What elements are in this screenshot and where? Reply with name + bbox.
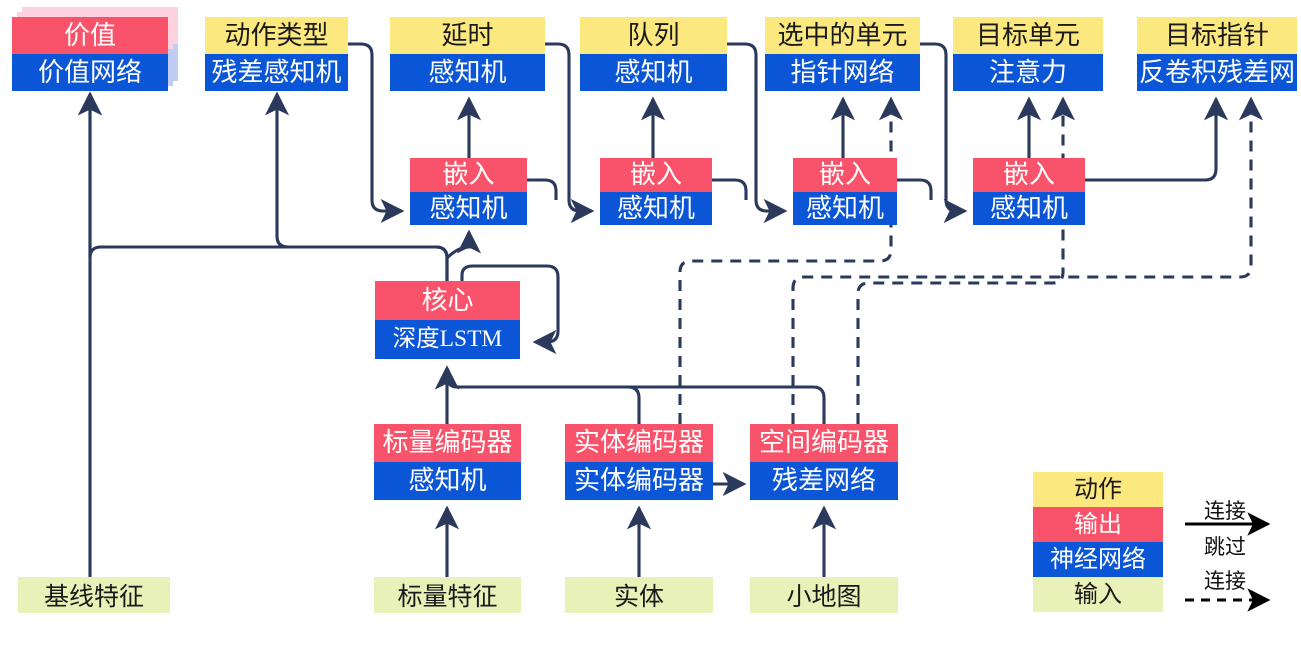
node-embed-1-bottom-label: 感知机 <box>410 192 527 225</box>
solid-connections <box>77 42 1229 577</box>
node-embed-1: 嵌入感知机 <box>410 158 527 225</box>
node-delay: 延时感知机 <box>390 17 545 91</box>
node-core: 核心深度LSTM <box>375 281 520 359</box>
node-entity-encoder-top-label: 实体编码器 <box>565 424 713 462</box>
node-entity-encoder-bottom-label: 实体编码器 <box>565 462 713 500</box>
node-embed-3: 嵌入感知机 <box>793 158 897 225</box>
node-value: 价值价值网络 <box>12 7 178 91</box>
node-value-bottom-label: 价值网络 <box>12 54 168 91</box>
legend-network: 神经网络 <box>1033 542 1163 577</box>
node-action-type-top-label: 动作类型 <box>205 17 348 54</box>
node-selected-units-bottom-label: 指针网络 <box>765 54 920 91</box>
node-scalar-encoder: 标量编码器感知机 <box>374 424 521 500</box>
node-entity-encoder: 实体编码器实体编码器 <box>565 424 713 500</box>
node-selected-units: 选中的单元指针网络 <box>765 17 920 91</box>
node-target-unit-top-label: 目标单元 <box>953 17 1103 54</box>
input-entities: 实体 <box>565 577 713 613</box>
node-action-type: 动作类型残差感知机 <box>205 17 348 91</box>
node-queue-top-label: 队列 <box>580 17 727 54</box>
node-spatial-encoder: 空间编码器残差网络 <box>750 424 898 500</box>
node-delay-top-label: 延时 <box>390 17 545 54</box>
node-embed-2: 嵌入感知机 <box>600 158 712 225</box>
node-embed-3-bottom-label: 感知机 <box>793 192 897 225</box>
legend-action: 动作 <box>1033 472 1163 507</box>
legend-swatch-stack: 动作输出神经网络输入 <box>1033 472 1163 612</box>
node-target-unit: 目标单元注意力 <box>953 17 1103 91</box>
legend-output: 输出 <box>1033 507 1163 542</box>
node-value-top-label: 价值 <box>12 17 168 54</box>
node-embed-4-top-label: 嵌入 <box>973 158 1085 192</box>
node-scalar-encoder-bottom-label: 感知机 <box>374 462 521 500</box>
node-delay-bottom-label: 感知机 <box>390 54 545 91</box>
legend-connection-label: 连接 <box>1204 499 1246 523</box>
node-target-point-bottom-label: 反卷积残差网 <box>1137 54 1297 91</box>
node-core-bottom-label: 深度LSTM <box>375 320 520 359</box>
node-scalar-encoder-top-label: 标量编码器 <box>374 424 521 462</box>
node-core-top-label: 核心 <box>375 281 520 320</box>
node-spatial-encoder-bottom-label: 残差网络 <box>750 462 898 500</box>
legend-skip-label-line1: 跳过 <box>1204 535 1246 559</box>
node-embed-2-bottom-label: 感知机 <box>600 192 712 225</box>
node-embed-4-bottom-label: 感知机 <box>973 192 1085 225</box>
node-queue-bottom-label: 感知机 <box>580 54 727 91</box>
legend-input: 输入 <box>1033 577 1163 612</box>
node-target-point-top-label: 目标指针 <box>1137 17 1297 54</box>
node-target-unit-bottom-label: 注意力 <box>953 54 1103 91</box>
node-embed-2-top-label: 嵌入 <box>600 158 712 192</box>
node-embed-4: 嵌入感知机 <box>973 158 1085 225</box>
node-queue: 队列感知机 <box>580 17 727 91</box>
node-target-point: 目标指针反卷积残差网 <box>1137 17 1297 91</box>
node-selected-units-top-label: 选中的单元 <box>765 17 920 54</box>
input-baseline-features: 基线特征 <box>18 577 170 613</box>
node-action-type-bottom-label: 残差感知机 <box>205 54 348 91</box>
skip-connections <box>678 96 1264 500</box>
input-scalar-features: 标量特征 <box>374 577 521 613</box>
input-minimap: 小地图 <box>750 577 898 613</box>
legend-skip-label-line2: 连接 <box>1204 569 1246 593</box>
node-embed-3-top-label: 嵌入 <box>793 158 897 192</box>
node-spatial-encoder-top-label: 空间编码器 <box>750 424 898 462</box>
legend-arrow-shapes <box>1185 512 1271 612</box>
node-embed-1-top-label: 嵌入 <box>410 158 527 192</box>
